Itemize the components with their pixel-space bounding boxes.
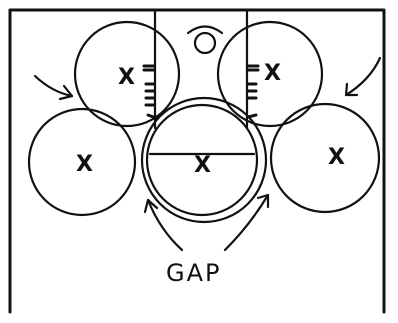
top-small-arc: [186, 25, 224, 35]
arrow-right-side-head: [344, 82, 359, 97]
x-mark-lower-right: X: [328, 145, 345, 170]
gap-arrow-left-head: [143, 198, 159, 214]
circle-lower-right: [269, 102, 381, 214]
lane-marks-left: [142, 64, 156, 107]
x-mark-lower-left: X: [76, 152, 93, 177]
circle-center-outer: [140, 96, 268, 224]
circle-upper-right: [216, 20, 324, 128]
gap-label: GAP: [166, 259, 222, 287]
circle-center: [145, 103, 259, 217]
circle-upper-left: [73, 20, 181, 128]
frame-border: [8, 8, 386, 314]
x-mark-upper-left: X: [118, 65, 135, 90]
arrow-left-side: [33, 74, 74, 98]
arrow-left-side-head: [58, 84, 74, 101]
circle-lower-left: [27, 107, 137, 217]
gap-arrow-right-head: [256, 193, 270, 209]
top-small-circle: [193, 31, 217, 55]
lane-marks-center: [146, 113, 258, 120]
x-mark-center: X: [194, 153, 211, 178]
lane-marks-right: [246, 64, 260, 100]
arrow-right-side: [344, 56, 382, 97]
gap-arrow-left: [146, 198, 184, 252]
gap-arrow-right: [223, 193, 270, 252]
x-mark-upper-right: X: [264, 61, 281, 86]
